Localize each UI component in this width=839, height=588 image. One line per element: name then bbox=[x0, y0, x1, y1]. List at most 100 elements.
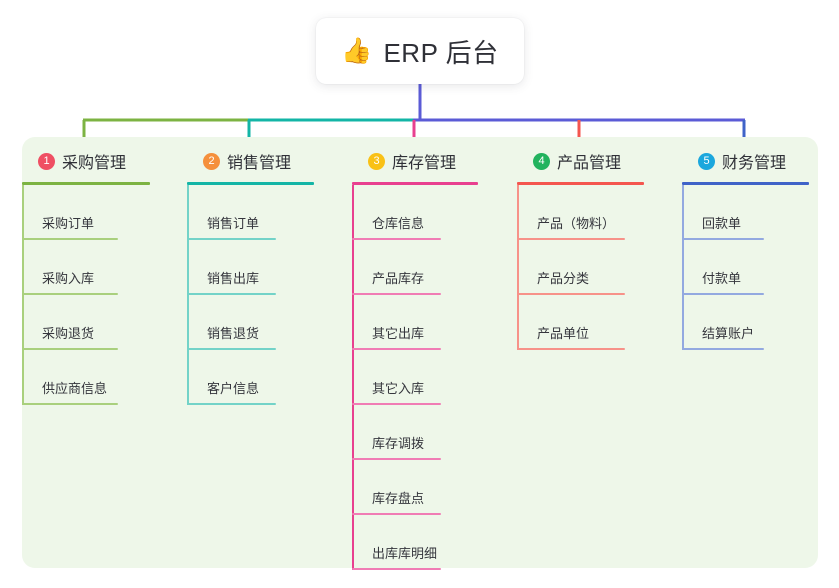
branch-underline-3 bbox=[352, 182, 478, 185]
branch-underline-4 bbox=[517, 182, 644, 185]
leaf-item[interactable]: 其它入库 bbox=[352, 350, 478, 405]
leaf-item-underline bbox=[187, 293, 276, 295]
branch-header-4[interactable]: 4 产品管理 bbox=[517, 148, 644, 174]
leaf-item-label: 客户信息 bbox=[207, 381, 260, 396]
branch-underline-5 bbox=[682, 182, 809, 185]
branch-column-2: 2 销售管理销售订单销售出库销售退货客户信息 bbox=[187, 148, 314, 405]
leaf-item-label: 销售退货 bbox=[207, 326, 260, 341]
leaf-item-label: 销售订单 bbox=[207, 216, 260, 231]
leaf-item-label: 采购入库 bbox=[42, 271, 95, 286]
leaf-item-underline bbox=[22, 403, 118, 405]
leaf-item-underline bbox=[187, 403, 276, 405]
leaf-item[interactable]: 采购退货 bbox=[22, 295, 150, 350]
branch-column-3: 3 库存管理仓库信息产品库存其它出库其它入库库存调拨库存盘点出库库明细 bbox=[352, 148, 478, 570]
leaf-item-label: 库存调拨 bbox=[372, 436, 425, 451]
leaf-item-label: 库存盘点 bbox=[372, 491, 425, 506]
leaf-item[interactable]: 出库库明细 bbox=[352, 515, 478, 570]
leaf-item[interactable]: 付款单 bbox=[682, 240, 809, 295]
leaf-item-underline bbox=[352, 348, 441, 350]
leaf-item-underline bbox=[22, 293, 118, 295]
branch-items-1: 采购订单采购入库采购退货供应商信息 bbox=[22, 185, 150, 405]
leaf-item[interactable]: 客户信息 bbox=[187, 350, 314, 405]
branch-spine-3 bbox=[352, 185, 354, 570]
leaf-item-underline bbox=[22, 348, 118, 350]
leaf-item-label: 产品（物料） bbox=[537, 216, 616, 231]
leaf-item[interactable]: 产品单位 bbox=[517, 295, 644, 350]
leaf-item[interactable]: 采购订单 bbox=[22, 185, 150, 240]
branch-header-2[interactable]: 2 销售管理 bbox=[187, 148, 314, 174]
leaf-item-underline bbox=[352, 458, 441, 460]
leaf-item-label: 采购订单 bbox=[42, 216, 95, 231]
branch-title-4: 产品管理 bbox=[557, 155, 622, 172]
branch-column-4: 4 产品管理产品（物料） 产品分类产品单位 bbox=[517, 148, 644, 350]
leaf-item-label: 其它出库 bbox=[372, 326, 425, 341]
branch-column-5: 5 财务管理回款单付款单结算账户 bbox=[682, 148, 809, 350]
leaf-item-label: 结算账户 bbox=[702, 326, 755, 341]
branch-underline-2 bbox=[187, 182, 314, 185]
branch-badge-1: 1 bbox=[38, 152, 55, 170]
leaf-item[interactable]: 产品（物料） bbox=[517, 185, 644, 240]
leaf-item-underline bbox=[517, 293, 625, 295]
leaf-item-underline bbox=[352, 513, 441, 515]
leaf-item-label: 供应商信息 bbox=[42, 381, 108, 396]
leaf-item-underline bbox=[682, 238, 764, 240]
root-title: ERP 后台 bbox=[383, 37, 499, 68]
branch-underline-1 bbox=[22, 182, 150, 185]
leaf-item[interactable]: 库存调拨 bbox=[352, 405, 478, 460]
leaf-item[interactable]: 结算账户 bbox=[682, 295, 809, 350]
leaf-item-label: 采购退货 bbox=[42, 326, 95, 341]
leaf-item[interactable]: 其它出库 bbox=[352, 295, 478, 350]
root-node-content: 👍 ERP 后台 bbox=[341, 33, 498, 70]
branch-items-3: 仓库信息产品库存其它出库其它入库库存调拨库存盘点出库库明细 bbox=[352, 185, 478, 570]
branch-badge-5: 5 bbox=[698, 152, 715, 170]
leaf-item-underline bbox=[352, 293, 441, 295]
branch-spine-4 bbox=[517, 185, 519, 350]
leaf-item-underline bbox=[682, 348, 764, 350]
leaf-item[interactable]: 采购入库 bbox=[22, 240, 150, 295]
branch-badge-3: 3 bbox=[368, 152, 385, 170]
leaf-item-underline bbox=[352, 568, 441, 570]
branch-spine-1 bbox=[22, 185, 24, 405]
leaf-item-label: 付款单 bbox=[702, 271, 742, 286]
leaf-item[interactable]: 销售出库 bbox=[187, 240, 314, 295]
leaf-item[interactable]: 供应商信息 bbox=[22, 350, 150, 405]
branch-items-5: 回款单付款单结算账户 bbox=[682, 185, 809, 350]
branch-header-5[interactable]: 5 财务管理 bbox=[682, 148, 809, 174]
leaf-item[interactable]: 产品库存 bbox=[352, 240, 478, 295]
leaf-item[interactable]: 销售退货 bbox=[187, 295, 314, 350]
leaf-item[interactable]: 产品分类 bbox=[517, 240, 644, 295]
leaf-item-underline bbox=[352, 238, 441, 240]
leaf-item[interactable]: 仓库信息 bbox=[352, 185, 478, 240]
leaf-item-underline bbox=[187, 238, 276, 240]
leaf-item-underline bbox=[187, 348, 276, 350]
leaf-item[interactable]: 回款单 bbox=[682, 185, 809, 240]
leaf-item-label: 销售出库 bbox=[207, 271, 260, 286]
thumbs-up-icon: 👍 bbox=[341, 36, 373, 65]
leaf-item[interactable]: 库存盘点 bbox=[352, 460, 478, 515]
branch-spine-2 bbox=[187, 185, 189, 405]
branch-badge-4: 4 bbox=[533, 152, 550, 170]
leaf-item-label: 产品分类 bbox=[537, 271, 590, 286]
branch-badge-2: 2 bbox=[203, 152, 220, 170]
leaf-item-label: 仓库信息 bbox=[372, 216, 425, 231]
leaf-item-label: 产品单位 bbox=[537, 326, 590, 341]
branch-items-2: 销售订单销售出库销售退货客户信息 bbox=[187, 185, 314, 405]
branch-title-3: 库存管理 bbox=[392, 155, 457, 172]
leaf-item[interactable]: 销售订单 bbox=[187, 185, 314, 240]
branch-items-4: 产品（物料） 产品分类产品单位 bbox=[517, 185, 644, 350]
branch-spine-5 bbox=[682, 185, 684, 350]
branch-title-2: 销售管理 bbox=[227, 155, 292, 172]
root-node[interactable]: 👍 ERP 后台 bbox=[316, 18, 524, 84]
leaf-item-label: 其它入库 bbox=[372, 381, 425, 396]
leaf-item-underline bbox=[682, 293, 764, 295]
branch-title-5: 财务管理 bbox=[722, 155, 787, 172]
branches-panel bbox=[22, 137, 818, 568]
leaf-item-underline bbox=[352, 403, 441, 405]
leaf-item-label: 产品库存 bbox=[372, 271, 425, 286]
leaf-item-underline bbox=[22, 238, 118, 240]
leaf-item-label: 回款单 bbox=[702, 216, 742, 231]
branch-header-3[interactable]: 3 库存管理 bbox=[352, 148, 478, 174]
